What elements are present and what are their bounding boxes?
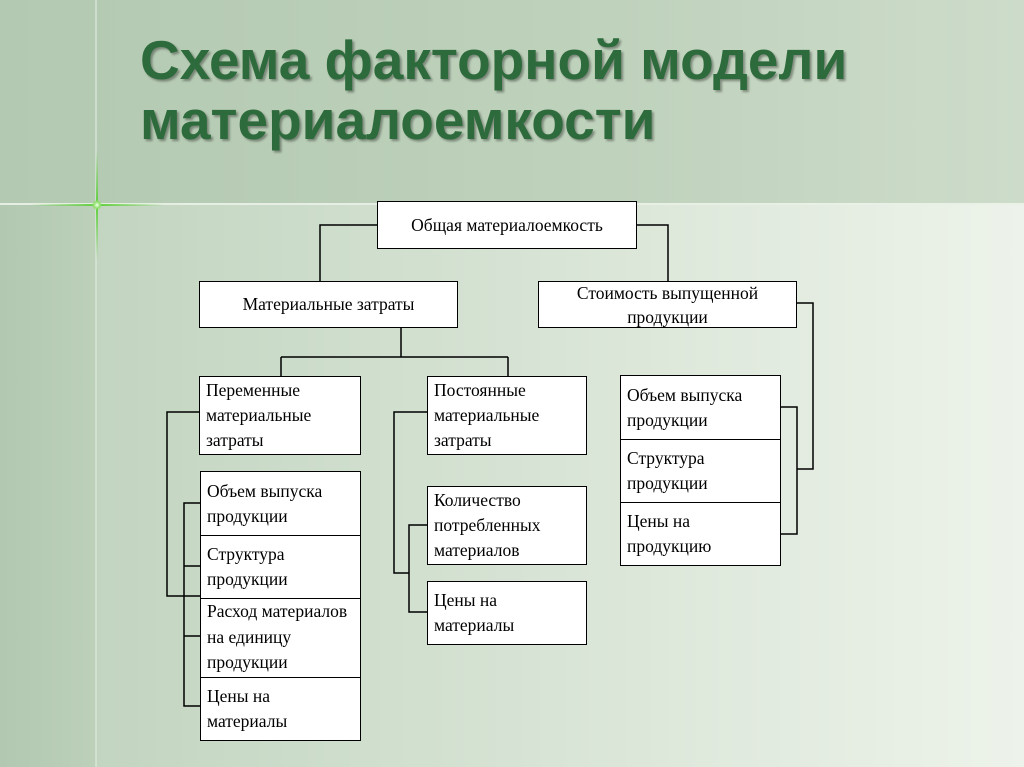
variable-factor-output-volume: Объем выпуска продукции (200, 471, 361, 536)
fixed-factor-consumed-materials: Количество потребленных материалов (427, 486, 587, 565)
connector-root-right (637, 224, 669, 281)
connector-product-bracket (797, 302, 814, 470)
root-node: Общая материалоемкость (377, 201, 637, 249)
connector-fixed-factors (408, 524, 427, 613)
fixed-factor-material-prices: Цены на материалы (427, 581, 587, 645)
sparkle-decoration-center (92, 200, 102, 210)
connector-fixed-bracket (393, 411, 427, 574)
connector-product-factors (781, 406, 798, 535)
product-factor-output-volume: Объем выпуска продукции (620, 375, 781, 440)
variable-factor-product-structure: Структура продукции (200, 535, 361, 599)
side-strip (0, 205, 96, 767)
separator-line-vertical (95, 0, 97, 767)
slide-title: Схема факторной модели материалоемкости (140, 29, 848, 151)
connector-variable-factors (183, 502, 200, 707)
title-band (0, 0, 1024, 205)
product-cost-node: Стоимость выпущенной продукции (538, 281, 797, 328)
fixed-costs-node: Постоянные материальные затраты (427, 376, 587, 455)
variable-costs-node: Переменные материальные затраты (199, 376, 361, 455)
variable-factor-material-usage: Расход материалов на единицу продукции (200, 598, 361, 678)
product-factor-product-structure: Структура продукции (620, 439, 781, 503)
connector-material-split (280, 328, 509, 376)
connector-root-left (319, 224, 377, 281)
product-factor-product-prices: Цены на продукцию (620, 502, 781, 566)
material-costs-node: Материальные затраты (199, 281, 458, 328)
variable-factor-material-prices: Цены на материалы (200, 677, 361, 741)
